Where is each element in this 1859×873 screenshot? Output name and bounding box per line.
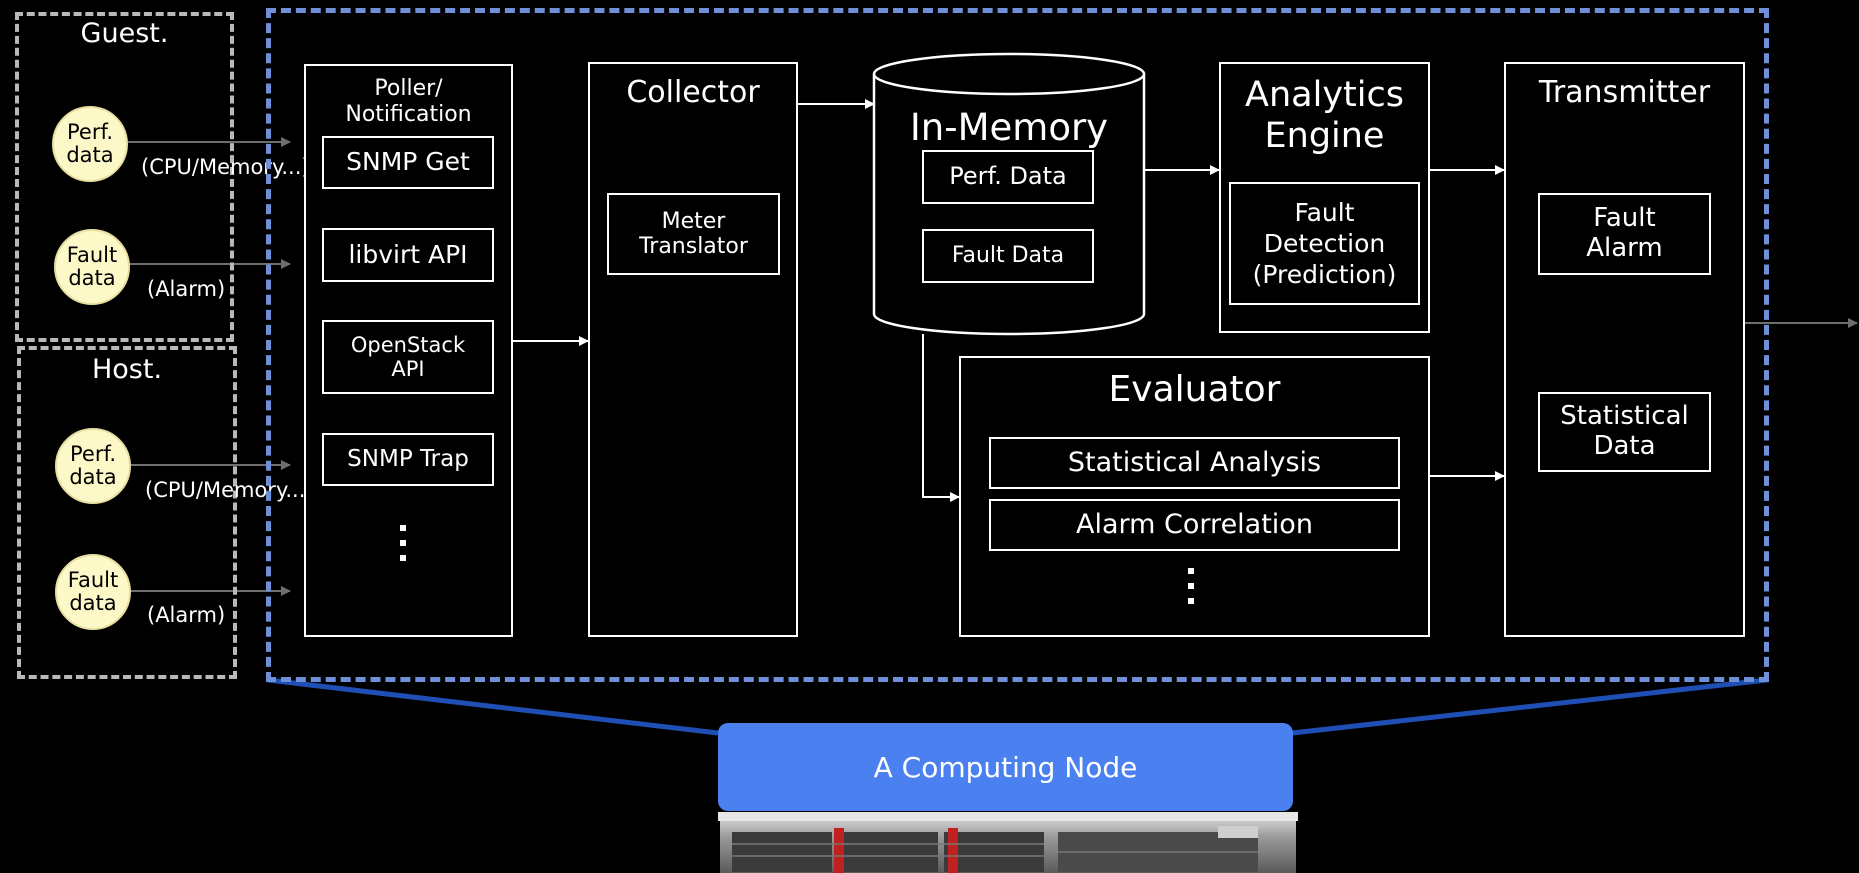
computing-node-label: A Computing Node xyxy=(718,723,1293,811)
guest-fault-note: (Alarm) xyxy=(147,277,226,301)
node-link-right xyxy=(1291,677,1768,736)
meter-translator-box: Meter Translator xyxy=(607,193,780,275)
fault-detection-box: Fault Detection (Prediction) xyxy=(1229,182,1420,305)
host-group xyxy=(17,346,237,679)
evaluator-more-ellipsis xyxy=(1186,568,1196,604)
guest-perf-data-circle: Perf. data xyxy=(52,106,128,182)
statistical-analysis-box: Statistical Analysis xyxy=(989,437,1400,489)
guest-fault-data-circle: Fault data xyxy=(54,229,130,305)
guest-group xyxy=(15,12,234,342)
libvirt-api-box: libvirt API xyxy=(322,228,494,282)
perf-data-store-box: Perf. Data xyxy=(922,150,1094,204)
host-title: Host. xyxy=(91,354,163,385)
transmitter-column xyxy=(1504,62,1745,637)
analytics-engine-title: Analytics Engine xyxy=(1245,75,1404,157)
poller-more-ellipsis xyxy=(398,525,408,561)
openstack-api-box: OpenStack API xyxy=(322,320,494,394)
alarm-correlation-box: Alarm Correlation xyxy=(989,499,1400,551)
host-perf-data-circle: Perf. data xyxy=(55,428,131,504)
statistical-data-box: Statistical Data xyxy=(1538,392,1711,472)
server-rack-icon xyxy=(718,812,1298,873)
guest-perf-note: (CPU/Memory...) xyxy=(141,155,310,179)
collector-column xyxy=(588,62,798,637)
transmitter-title: Transmitter xyxy=(1538,75,1711,110)
memory-to-evaluator-arrow xyxy=(922,334,960,502)
guest-title: Guest. xyxy=(80,18,169,49)
evaluator-column xyxy=(959,356,1430,637)
host-perf-note: (CPU/Memory...) xyxy=(145,478,314,502)
snmp-get-box: SNMP Get xyxy=(322,136,494,189)
fault-alarm-box: Fault Alarm xyxy=(1538,193,1711,275)
computing-node-boundary xyxy=(266,8,1769,682)
host-fault-note: (Alarm) xyxy=(147,603,226,627)
node-link-left xyxy=(267,677,719,736)
in-memory-title: In-Memory xyxy=(909,106,1109,149)
snmp-trap-box: SNMP Trap xyxy=(322,433,494,486)
collector-title: Collector xyxy=(626,75,760,110)
fault-data-store-box: Fault Data xyxy=(922,229,1094,283)
evaluator-title: Evaluator xyxy=(1108,369,1281,410)
host-fault-data-circle: Fault data xyxy=(55,554,131,630)
poller-title: Poller/ Notification xyxy=(345,76,472,128)
